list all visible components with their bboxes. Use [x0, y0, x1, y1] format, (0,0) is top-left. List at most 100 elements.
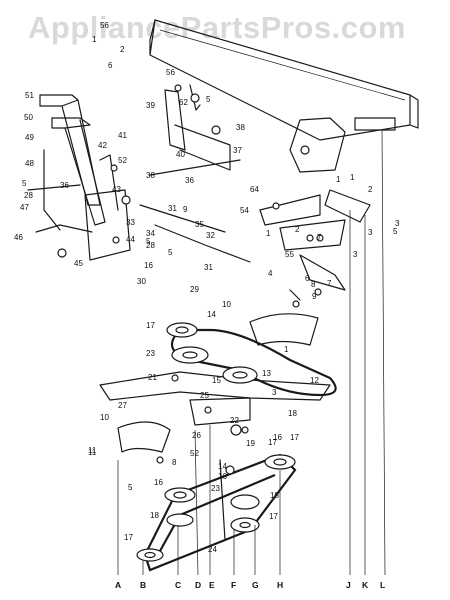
- reference-lines: [117, 129, 386, 576]
- part-callout-30: 30: [137, 277, 146, 286]
- part-callout-36: 36: [185, 176, 194, 185]
- part-callout-17: 17: [124, 533, 133, 542]
- part-callout-52: 52: [190, 449, 199, 458]
- part-callout-62: 62: [179, 98, 188, 107]
- part-callout-5: 5: [146, 237, 151, 246]
- part-callout-49: 49: [25, 133, 34, 142]
- part-callout-35: 35: [195, 220, 204, 229]
- part-callout-37: 37: [233, 146, 242, 155]
- part-callout-3: 3: [272, 388, 277, 397]
- part-callout-27: 27: [118, 401, 127, 410]
- part-callout-14: 14: [218, 462, 227, 471]
- part-callout-43: 43: [112, 185, 121, 194]
- part-callout-40: 40: [176, 150, 185, 159]
- part-callout-1: 1: [266, 229, 271, 238]
- part-callout-28: 28: [24, 191, 33, 200]
- part-callout-28: 28: [146, 241, 155, 250]
- part-callout-1: 1: [92, 35, 97, 44]
- part-callout-47: 47: [20, 203, 29, 212]
- part-callout-12: 12: [310, 376, 319, 385]
- part-callout-5: 5: [393, 227, 398, 236]
- part-callout-1: 1: [336, 175, 341, 184]
- part-callout-39: 39: [146, 101, 155, 110]
- lift-linkage: [139, 84, 251, 263]
- part-callout-17: 17: [146, 321, 155, 330]
- part-callout-32: 32: [206, 231, 215, 240]
- part-callout-18: 18: [288, 409, 297, 418]
- reference-letter-e: E: [209, 580, 215, 590]
- part-callout-44: 44: [126, 235, 135, 244]
- part-callout-16: 16: [144, 261, 153, 270]
- part-callout-38: 38: [146, 171, 155, 180]
- part-callout-16: 16: [218, 472, 227, 481]
- reference-letter-d: D: [195, 580, 201, 590]
- reference-letter-j: J: [346, 580, 351, 590]
- part-callout-21: 21: [148, 373, 157, 382]
- part-callout-29: 29: [190, 285, 199, 294]
- part-callout-4: 4: [268, 269, 273, 278]
- frame-beam: [149, 19, 419, 173]
- part-callout-41: 41: [118, 131, 127, 140]
- reference-letter-k: K: [362, 580, 369, 590]
- part-callout-54: 54: [240, 206, 249, 215]
- part-callout-56: 56: [100, 21, 109, 30]
- part-callout-16: 16: [273, 433, 282, 442]
- part-callout-26: 26: [192, 431, 201, 440]
- reference-letter-f: F: [231, 580, 236, 590]
- part-callout-17: 17: [269, 512, 278, 521]
- part-callout-5: 5: [206, 95, 211, 104]
- part-callout-9: 9: [312, 292, 317, 301]
- part-callout-23: 23: [211, 484, 220, 493]
- part-callout-17: 17: [290, 433, 299, 442]
- part-callout-3: 3: [353, 250, 358, 259]
- part-callout-14: 14: [207, 310, 216, 319]
- part-callout-31: 31: [168, 204, 177, 213]
- part-callout-11: 11: [88, 446, 97, 455]
- part-callout-19: 19: [246, 439, 255, 448]
- part-callout-33: 33: [126, 218, 135, 227]
- part-callout-7: 7: [327, 279, 332, 288]
- part-callout-31: 31: [204, 263, 213, 272]
- part-callout-24: 24: [208, 545, 217, 554]
- part-callout-3: 3: [395, 219, 400, 228]
- part-callout-7: 7: [317, 233, 322, 242]
- part-callout-64: 64: [250, 185, 259, 194]
- part-callout-2: 2: [295, 225, 300, 234]
- part-callout-46: 46: [14, 233, 23, 242]
- part-callout-34: 34: [146, 229, 155, 238]
- part-callout-5: 5: [128, 483, 133, 492]
- part-callout-18: 18: [150, 511, 159, 520]
- reference-letter-c: C: [175, 580, 181, 590]
- part-callout-15: 15: [212, 376, 221, 385]
- part-callout-5: 5: [168, 248, 173, 257]
- deck-hanger-brackets: [259, 189, 371, 308]
- reference-letter-g: G: [252, 580, 259, 590]
- deck-spindle-assembly: [99, 322, 337, 436]
- part-callout-10: 10: [222, 300, 231, 309]
- part-callout-36: 36: [60, 181, 69, 190]
- part-callout-51: 51: [25, 91, 34, 100]
- reference-letter-l: L: [380, 580, 385, 590]
- part-callout-13: 13: [262, 369, 271, 378]
- lower-pulleys-and-belt: [136, 453, 297, 572]
- part-callout-50: 50: [24, 113, 33, 122]
- part-callout-56: 56: [166, 68, 175, 77]
- part-callout-38: 38: [236, 123, 245, 132]
- part-callout-6: 6: [108, 61, 113, 70]
- part-callout-1: 1: [284, 345, 289, 354]
- part-callout-25: 25: [200, 391, 209, 400]
- part-callout-2: 2: [120, 45, 125, 54]
- part-callout-55: 55: [285, 250, 294, 259]
- lift-lever-assembly: [27, 94, 131, 261]
- part-callout-16: 16: [154, 478, 163, 487]
- part-callout-18: 18: [270, 491, 279, 500]
- part-callout-6: 6: [305, 274, 310, 283]
- part-callout-42: 42: [98, 141, 107, 150]
- part-callout-52: 52: [118, 156, 127, 165]
- part-callout-8: 8: [311, 280, 316, 289]
- part-callout-17: 17: [268, 438, 277, 447]
- part-callout-45: 45: [74, 259, 83, 268]
